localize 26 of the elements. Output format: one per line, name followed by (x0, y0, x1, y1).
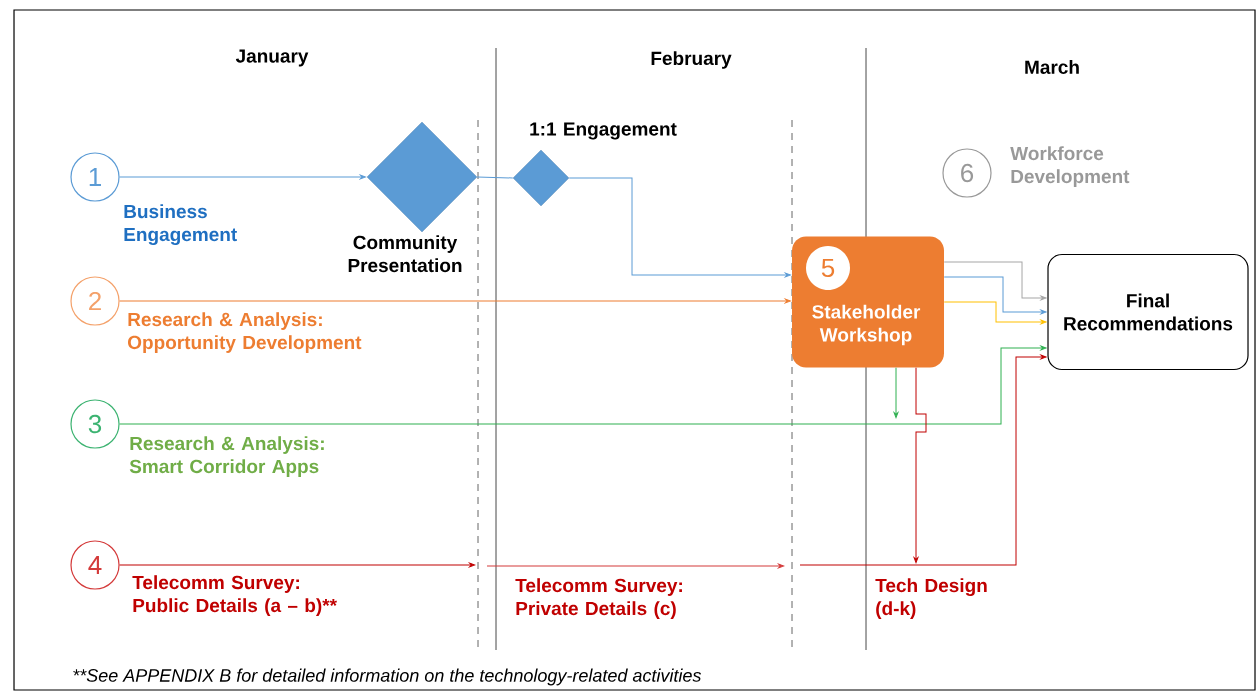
month-heading: March (1025, 60, 1079, 74)
node-label: Workforce Development (1010, 146, 1130, 187)
month-heading: January (235, 49, 309, 67)
node-label: Community Presentation (348, 235, 462, 273)
node-label: Business Engagement (124, 204, 237, 245)
node-label: Telecomm Survey: Public Details (a – b)** (132, 575, 337, 616)
month-heading: February (651, 51, 732, 69)
arrow (119, 562, 476, 568)
arrow (913, 367, 927, 564)
arrow (893, 367, 899, 419)
arrow (119, 298, 791, 304)
result-box: Final Recommendations (1047, 253, 1249, 371)
phase-label: Telecomm Survey: Private Details (c) (515, 578, 682, 619)
footnote: **See APPENDIX B for detailed information on the technology-related activities (73, 668, 702, 686)
arrow (119, 174, 366, 180)
arrow (943, 276, 1047, 315)
arrow (568, 177, 791, 278)
arrow (943, 261, 1047, 301)
node-label: Research & Analysis: Opportunity Development (128, 312, 362, 353)
node-label: 1:1 Engagement (530, 122, 677, 140)
arrow (943, 301, 1047, 325)
phase-label: Tech Design (d-k) (875, 578, 987, 619)
workshop-box: 5 Stakeholder Workshop (792, 236, 944, 368)
arrow (799, 354, 1047, 566)
arrow (119, 345, 1047, 425)
node-label: Research & Analysis: Smart Corridor Apps (129, 436, 324, 477)
